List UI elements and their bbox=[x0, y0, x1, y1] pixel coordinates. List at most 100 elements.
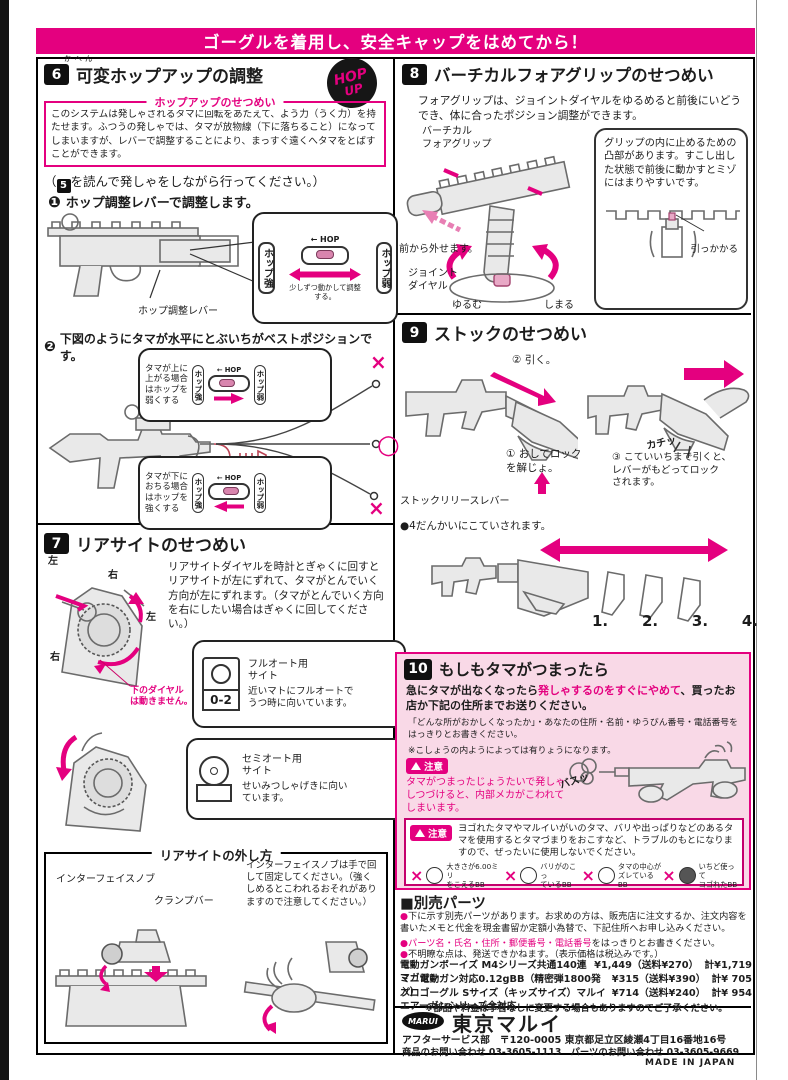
sec6-number: 6 bbox=[44, 64, 69, 85]
dial-right-label-1: 右 bbox=[108, 570, 118, 581]
sec8-number: 8 bbox=[402, 63, 427, 85]
foregrip-illustration bbox=[406, 155, 571, 303]
sec6-step1: ❶ ホップ調整レバーで調整します。 bbox=[48, 192, 259, 212]
parts-item-3-name: プロゴーグル Sサイズ（キッズサイズ）マルイエアーガンシリーズ全対応 bbox=[400, 988, 606, 1013]
stock-illustration-right bbox=[587, 360, 750, 459]
sec9-number: 9 bbox=[402, 322, 427, 343]
scan-edge-left bbox=[0, 0, 9, 1080]
sec7-header: 7 リアサイトのせつめい bbox=[44, 531, 246, 556]
parts-item-1-name: 電動ガンボーイズ M4シリーズ共通140連マガジン bbox=[400, 960, 587, 985]
semi-auto-callout: セミオート用 サイト せいみつしゃげきに向いています。 bbox=[186, 738, 406, 820]
dirty-bb-circle-icon bbox=[678, 867, 696, 884]
x-mark-icon: × bbox=[410, 865, 424, 885]
stock-illustration-left bbox=[405, 372, 578, 494]
step2-number-icon: ❷ bbox=[44, 339, 56, 355]
hop-slider-note: 少しずつ動かして調整する。 bbox=[289, 282, 361, 301]
hop-stronger-text: タマが下に おちる場合 はホップを 強くする bbox=[145, 471, 188, 514]
dial-left-label-2: 左 bbox=[146, 612, 156, 623]
hop-slider bbox=[301, 245, 349, 265]
sight-removal-illustration-left bbox=[55, 929, 207, 1027]
hop-direction-label: ← HOP bbox=[310, 234, 340, 244]
bad-bb-4-label: いちど使って ヨゴれたBB bbox=[698, 862, 738, 889]
bb-circle-icon bbox=[426, 867, 444, 884]
parts-note: ※部品や料金は予告なしに変更する場合もありますのでご了承ください。 bbox=[424, 1003, 728, 1014]
catch-label: 引っかかる bbox=[690, 243, 738, 255]
sec9-step1-label: ① おしてロック を解じょ。 bbox=[506, 448, 582, 474]
hop-lever-label: ホップ調整レバー bbox=[138, 306, 218, 317]
stock-release-lever-label: ストックリリースレバー bbox=[400, 496, 510, 507]
sec10-small2: ※こしょうの内ようによっては有りょうになります。 bbox=[408, 746, 616, 756]
pos-4: 4. bbox=[741, 612, 758, 630]
dial-right-label-2: 右 bbox=[50, 652, 60, 663]
clamp-bar-label: クランプバー bbox=[154, 896, 214, 907]
loosen-label: ゆるむ bbox=[452, 300, 482, 311]
x-mark-icon: × bbox=[662, 865, 676, 885]
sight-removal-illustration-right bbox=[243, 941, 376, 1034]
parts-bullet-2-text: をはっきりとお書きください。 bbox=[591, 938, 721, 949]
sec6-furigana: かへん bbox=[64, 54, 96, 63]
stock-positions-illustration bbox=[431, 538, 728, 622]
sec10-title: もしもタマがつまったら bbox=[439, 661, 609, 679]
marui-logo-text: MARUI bbox=[408, 1016, 438, 1026]
hop-weaker-text: タマが上に 上がる場合 はホップを 弱くする bbox=[145, 363, 188, 406]
sec10-caution1: タマがつまったじょうたいで発しゃ しつづけると、内部メカがこわれて しまいます。 bbox=[406, 777, 566, 814]
sight-removal-body: インターフェイスノブは手で回して固定してください。（強くしめるとこわれるおそれが… bbox=[246, 860, 377, 908]
sec6-explain-box-title: ホップアップのせつめい bbox=[146, 94, 284, 110]
trajectory-diagram: × ○ × タマが上に 上がる場合 はホップを 弱くする ホップ強 ← HOP … bbox=[40, 348, 400, 530]
stock-position-numbers: 1. 2. 3. 4. bbox=[592, 612, 758, 630]
parts-bullet-3: ●不明瞭な点は、発送できかねます。（表示価格は税込みです。） bbox=[400, 949, 664, 960]
semi-auto-title: セミオート用 サイト bbox=[242, 753, 302, 777]
parts-item-2-price: ¥315（送料¥390） bbox=[611, 974, 706, 985]
parts-bullet-2-highlight: パーツ名・氏名・住所・郵便番号・電話番号 bbox=[408, 938, 592, 949]
mini-hop-weak-1: ホップ弱 bbox=[253, 364, 266, 406]
mini-slider-1-knob bbox=[218, 379, 235, 387]
double-arrow-icon bbox=[289, 267, 361, 281]
sec8-title: バーチカルフォアグリップのせつめい bbox=[434, 66, 714, 85]
dial-note: 下のダイヤル は動きません。 bbox=[130, 686, 193, 708]
front-remove-note: 前から外せます。 bbox=[399, 244, 478, 255]
parts-item-1: 電動ガンボーイズ M4シリーズ共通140連マガジン ¥1,449（送料¥270）… bbox=[400, 959, 752, 985]
sec10-caution2: ヨゴれたタマやマルイいがいのタマ、バリや出っぱりなどのあるタマを使用するとタマづ… bbox=[458, 823, 734, 858]
parts-bullet-3-text: 不明瞭な点は、発送できかねます。（表示価格は税込みです。） bbox=[408, 949, 664, 960]
parts-bullet-1-text: 下に示す別売パーツがあります。お求めの方は、販売店に注文するか、注文内容を書いた… bbox=[400, 911, 747, 934]
sec10-warning-box: 注意 ヨゴれたタマやマルイいがいのタマ、バリや出っぱりなどのあるタマを使用すると… bbox=[404, 818, 744, 889]
parts-bullet-1: ●下に示す別売パーツがあります。お求めの方は、販売店に注文するか、注文内容を書い… bbox=[400, 911, 747, 934]
safety-banner-text: ゴーグルを着用し、安全キャップをはめてから！ bbox=[203, 33, 588, 52]
interface-knob-label: インターフェイスノブ bbox=[56, 874, 156, 885]
sec10-number: 10 bbox=[404, 658, 432, 680]
sec6-title: 可変ホップアップの調整 bbox=[76, 67, 263, 87]
joint-dial-label: ジョイント ダイヤル bbox=[408, 268, 458, 292]
sec7-body: リアサイトダイヤルを時計とぎゃくに回すとリアサイトが左にずれて、タマがとんでいく… bbox=[168, 561, 384, 631]
full-auto-title: フルオート用 サイト bbox=[248, 658, 308, 682]
sec10-small1: 「どんな所がおかしくなったか」・あなたの住所・名前・ゆうびん番号・電話番号をはっ… bbox=[408, 718, 738, 740]
dial-left-label-1: 左 bbox=[48, 556, 58, 567]
mini-slider-2-knob bbox=[222, 487, 239, 495]
scan-edge-right bbox=[756, 0, 757, 1080]
bad-bb-3: × タマの中心が ズレているBB bbox=[581, 862, 662, 889]
sec9-step2-label: ② 引く。 bbox=[512, 354, 557, 366]
bad-bb-2-label: バリがのこっ ているBB bbox=[540, 862, 577, 889]
content-frame bbox=[36, 57, 755, 1055]
rear-sight-dial-1: 左 右 左 右 bbox=[42, 552, 167, 702]
parts-item-1-total: 計¥1,719 bbox=[704, 960, 752, 971]
sec7-title: リアサイトのせつめい bbox=[76, 536, 246, 556]
receiver-illustration bbox=[47, 213, 256, 299]
sec10-lead-pre: 急にタマが出なくなったら bbox=[406, 684, 538, 697]
sec6-step2-text: 下図のようにタマが水平にとぶいちがベストポジションです。 bbox=[59, 332, 373, 363]
caution-badge-1-label: 注意 bbox=[424, 762, 444, 773]
parts-item-3: プロゴーグル Sサイズ（キッズサイズ）マルイエアーガンシリーズ全対応 ¥714（… bbox=[400, 987, 752, 1013]
marui-logo-icon: MARUI bbox=[402, 1012, 444, 1030]
groove-box: グリップの内に止めるための凸部があります。すこし出した状態で前後に動かすとミゾに… bbox=[594, 128, 748, 310]
mark-o-middle: ○ bbox=[377, 430, 400, 460]
sec10-lead-highlight: 発しゃするのをすぐにやめて bbox=[538, 684, 681, 697]
sec6-step1-text: ホップ調整レバーで調整します。 bbox=[65, 196, 259, 211]
pos-3: 3. bbox=[691, 612, 709, 630]
sec10-lead: 急にタマが出なくなったら発しゃするのをすぐにやめて、買ったお店か下記の住所までお… bbox=[406, 684, 746, 714]
sec6-explain-box-body: このシステムは発しゃされるタマに回転をあたえて、よう力（うく力）を持たせます。ふ… bbox=[51, 109, 376, 161]
parts-bullet-2: ●パーツ名・氏名・住所・郵便番号・電話番号をはっきりとお書きください。 bbox=[400, 938, 721, 949]
footer-divider bbox=[395, 1006, 751, 1008]
hop-adjust-callout: ホップ強 ← HOP 少しずつ動かして調整する。 ホップ弱 bbox=[252, 212, 398, 324]
parts-item-2: ミニ電動ガン対応0.12gBB（精密弾1800発入） ¥315（送料¥390） … bbox=[400, 973, 752, 999]
rear-sight-dial-2-illustration bbox=[56, 732, 147, 832]
